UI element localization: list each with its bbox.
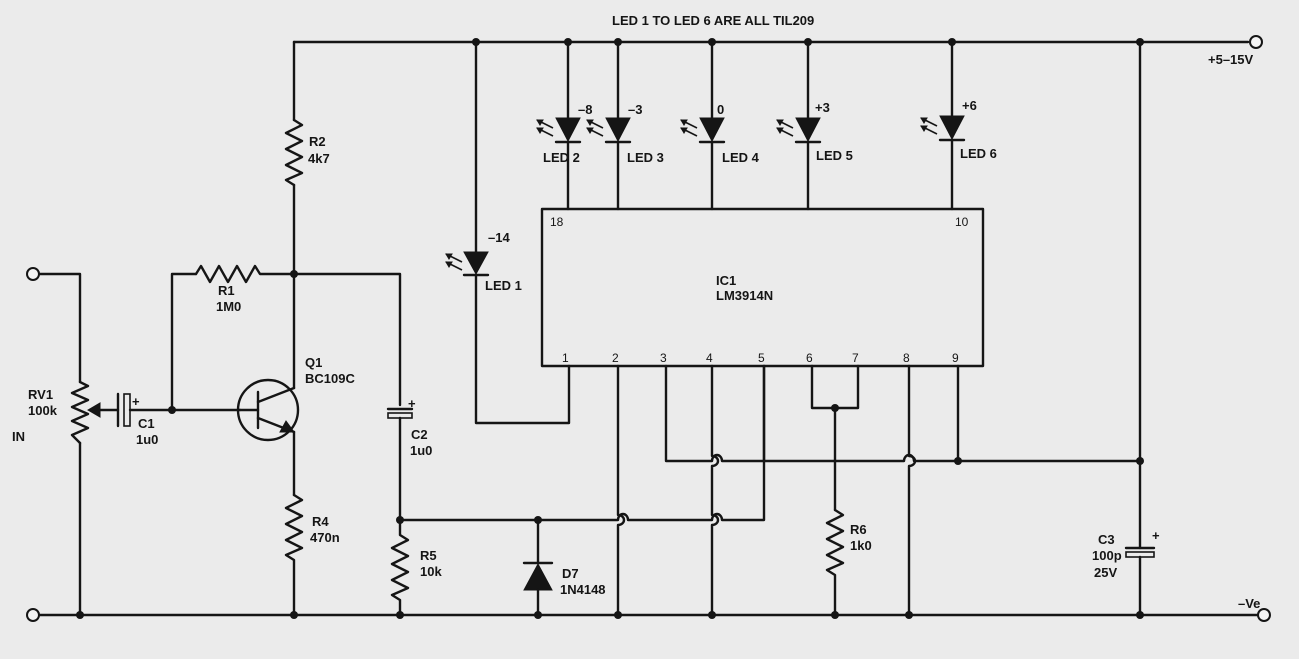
rv1-value: 100k: [28, 403, 58, 418]
led5-ref: LED 5: [816, 148, 853, 163]
signal-wire-to-pin5: [398, 364, 766, 522]
r5-ref: R5: [420, 548, 437, 563]
led3-level: –3: [628, 102, 642, 117]
r5-value: 10k: [420, 564, 442, 579]
c3-value: 100p: [1092, 548, 1122, 563]
led5-level: +3: [815, 100, 830, 115]
led4-ref: LED 4: [722, 150, 760, 165]
r6-ref: R6: [850, 522, 867, 537]
r1-ref: R1: [218, 283, 235, 298]
ic-pin-10-label: 10: [955, 215, 969, 229]
input-wire: [38, 272, 82, 384]
capacitor-c3: [1124, 546, 1156, 617]
ic-pin-2-label: 2: [612, 351, 619, 365]
led1-to-pin1-wire: [474, 273, 571, 425]
ic-pin-18-label: 18: [550, 215, 564, 229]
r1-value: 1M0: [216, 299, 241, 314]
ic-pin-6-label: 6: [806, 351, 813, 365]
c3-polarity: +: [1152, 528, 1160, 543]
d7-ref: D7: [562, 566, 579, 581]
transistor-q1: [236, 378, 300, 442]
input-ground-terminal: [26, 608, 40, 622]
ic1-ref: IC1: [716, 273, 736, 288]
c2-polarity: +: [408, 396, 416, 411]
led-2: [536, 117, 582, 144]
ic-pin-9-label: 9: [952, 351, 959, 365]
pin8-wire: [907, 364, 917, 617]
led3-ref: LED 3: [627, 150, 664, 165]
led2-ref: LED 2: [543, 150, 580, 165]
d7-part: 1N4148: [560, 582, 606, 597]
resistor-r4: [284, 493, 304, 617]
pin3-common-wire: [762, 453, 1142, 463]
ic-pin-8-label: 8: [903, 351, 910, 365]
led6-ref: LED 6: [960, 146, 997, 161]
potentiometer-rv1: [70, 380, 120, 445]
negative-supply-terminal: [1257, 608, 1271, 622]
led-4: [680, 117, 726, 144]
led6-level: +6: [962, 98, 977, 113]
rv1-ref: RV1: [28, 387, 53, 402]
ic-pin-5-label: 5: [758, 351, 765, 365]
led2-level: –8: [578, 102, 592, 117]
c1-polarity: +: [132, 394, 140, 409]
r2-value: 4k7: [308, 151, 330, 166]
c2-value: 1u0: [410, 443, 432, 458]
pin2-wire: [616, 364, 626, 617]
ic-pin-4-label: 4: [706, 351, 713, 365]
led-1: [445, 251, 490, 277]
capacitor-c1: [116, 392, 174, 428]
resistor-r2: [284, 118, 304, 187]
pin4-wire: [710, 364, 720, 617]
ic-pin-1-label: 1: [562, 351, 569, 365]
led-6: [920, 115, 966, 142]
collector-node-wire: [292, 272, 402, 407]
ic-pin-7-label: 7: [852, 351, 859, 365]
r6-value: 1k0: [850, 538, 872, 553]
positive-supply-terminal: [1249, 35, 1263, 49]
pin3-wire: [664, 364, 766, 463]
led1-ref: LED 1: [485, 278, 522, 293]
resistor-r6: [825, 508, 845, 617]
led1-level: –14: [488, 230, 510, 245]
junction-dots: [76, 38, 1144, 619]
ic-pin-3-label: 3: [660, 351, 667, 365]
led4-level: 0: [717, 102, 724, 117]
pin6-7-link: [810, 364, 860, 410]
resistor-r1: [194, 264, 296, 284]
r2-ref: R2: [309, 134, 326, 149]
q1-ref: Q1: [305, 355, 322, 370]
c3-voltage: 25V: [1094, 565, 1117, 580]
led-type-note: LED 1 TO LED 6 ARE ALL TIL209: [612, 13, 814, 28]
input-terminal: [26, 267, 40, 281]
r1-left-wire: [170, 272, 198, 412]
c1-value: 1u0: [136, 432, 158, 447]
input-label: IN: [12, 429, 25, 444]
c2-ref: C2: [411, 427, 428, 442]
positive-supply-label: +5–15V: [1208, 52, 1254, 67]
capacitor-c2: [386, 407, 414, 522]
negative-supply-label: –Ve: [1238, 596, 1260, 611]
q1-part: BC109C: [305, 371, 355, 386]
c3-ref: C3: [1098, 532, 1115, 547]
r4-value: 470n: [310, 530, 340, 545]
led-5: [776, 117, 822, 144]
resistor-r5: [390, 518, 410, 617]
ic1-part: LM3914N: [716, 288, 773, 303]
led-3: [586, 117, 632, 144]
c1-ref: C1: [138, 416, 155, 431]
diode-d7: [522, 518, 554, 617]
r4-ref: R4: [312, 514, 329, 529]
ic1-body: [540, 207, 985, 368]
